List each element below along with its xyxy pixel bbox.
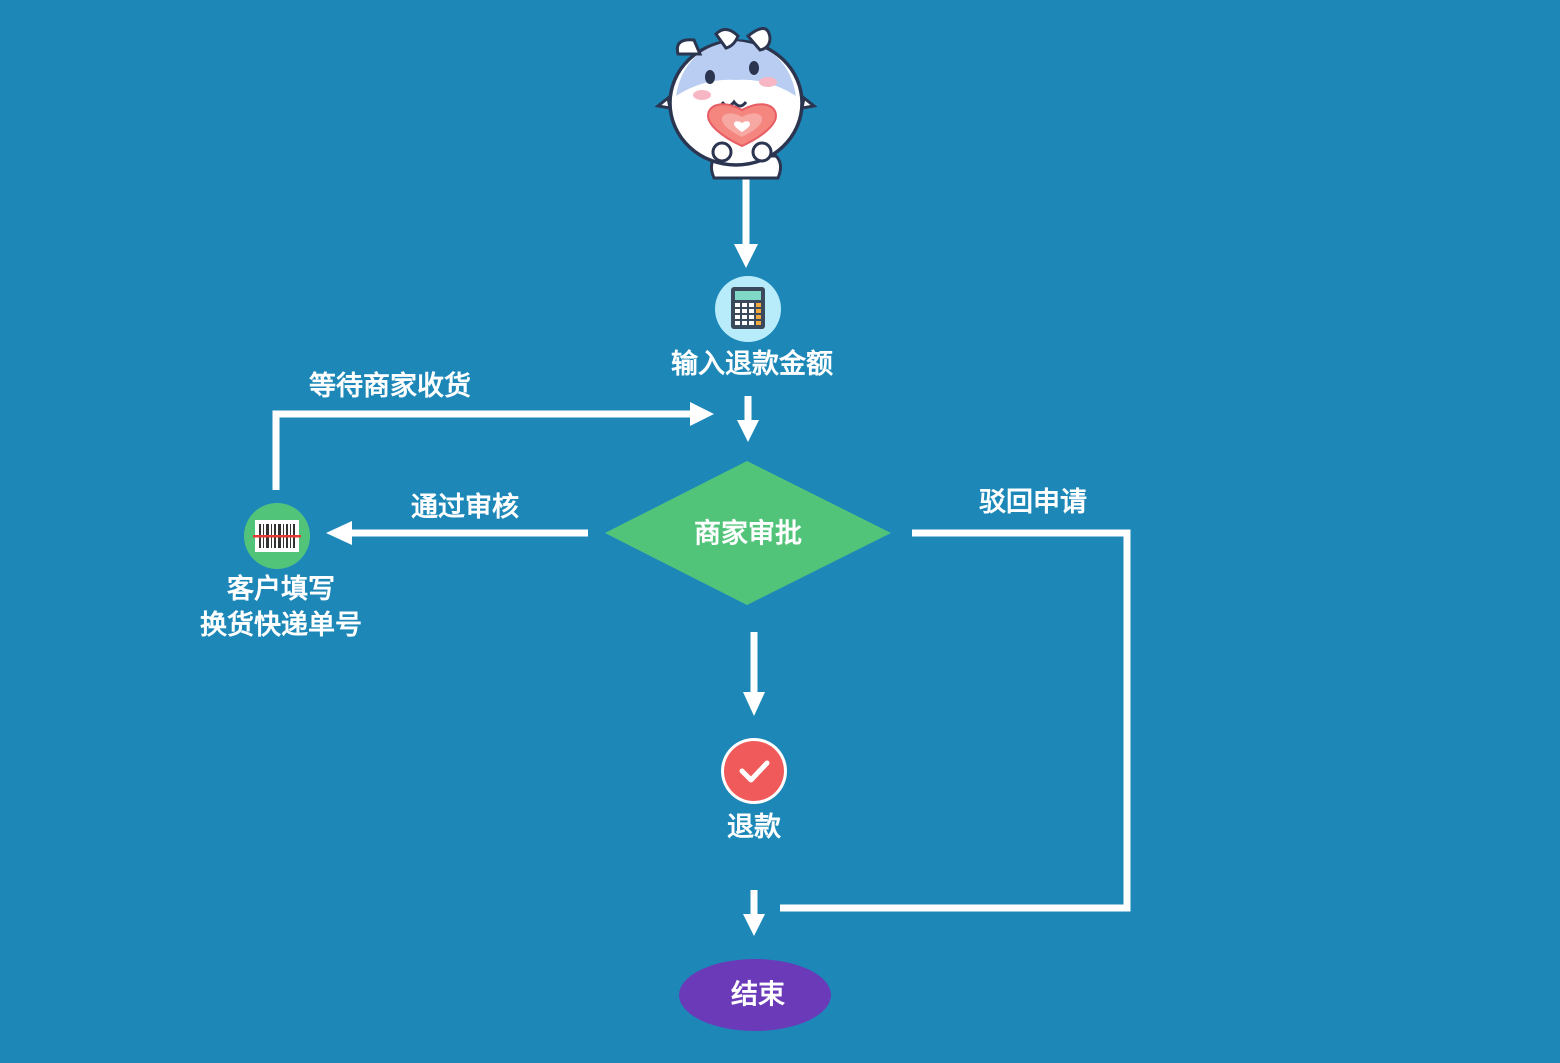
arrowhead-down-icon [743, 692, 765, 716]
merchant-approval-diamond [605, 461, 891, 605]
connectors [272, 178, 1131, 918]
customer-fill-label-line2: 换货快递单号 [200, 610, 362, 641]
arrowhead-down-icon [734, 244, 758, 268]
edge-reject [780, 529, 1131, 912]
arrowhead-right-icon [690, 402, 714, 426]
barcode-icon [253, 520, 301, 552]
edge-label-reject: 驳回申请 [979, 487, 1087, 518]
end-node [679, 959, 831, 1031]
customer-fill-node [244, 503, 310, 569]
arrowheads [326, 244, 765, 936]
calculator-icon [731, 287, 765, 329]
input-refund-node [715, 276, 781, 342]
mascot-heart-icon [654, 27, 818, 180]
edge-wait-receipt [272, 410, 694, 490]
arrowhead-left-icon [326, 521, 352, 545]
edge-label-pass-review: 通过审核 [411, 492, 519, 523]
refund-label: 退款 [727, 812, 781, 843]
input-refund-label: 输入退款金额 [671, 349, 833, 380]
arrowhead-down-icon [737, 420, 759, 442]
arrowhead-down-icon [743, 914, 765, 936]
customer-fill-label-line1: 客户填写 [227, 574, 335, 605]
edge-label-wait-receipt: 等待商家收货 [309, 371, 471, 402]
merchant-approval-label: 商家审批 [694, 518, 802, 550]
refund-node [721, 738, 787, 804]
check-icon [739, 760, 770, 783]
end-label: 结束 [731, 979, 785, 1011]
